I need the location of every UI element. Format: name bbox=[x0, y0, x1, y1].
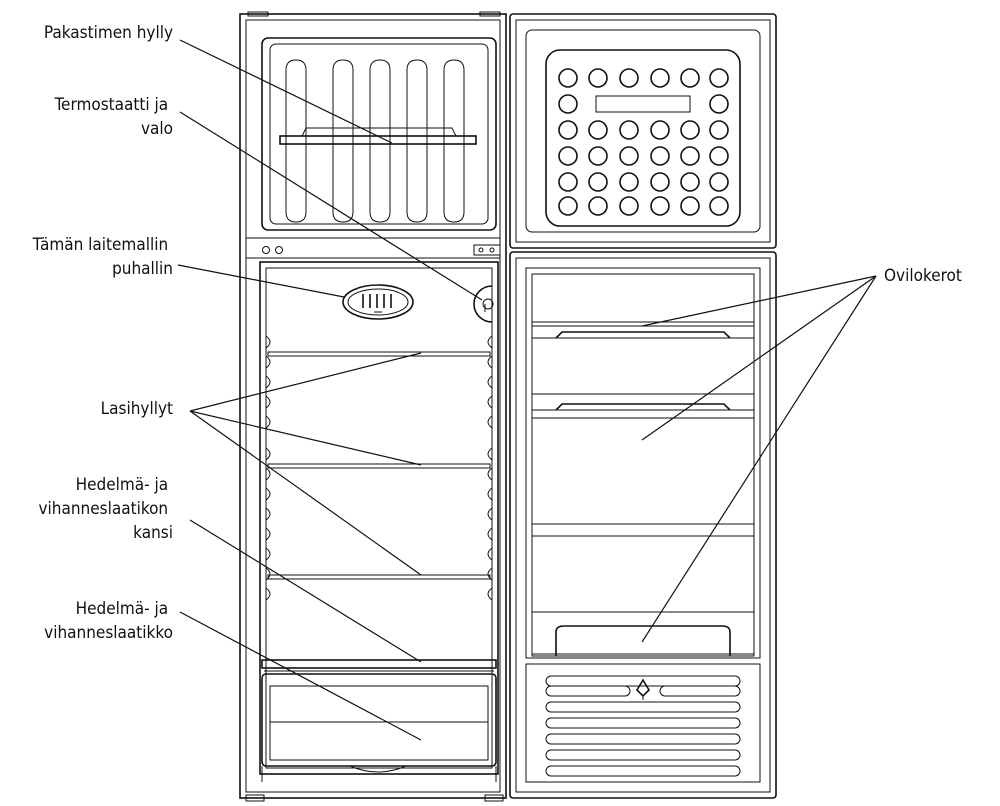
cabinet-divider bbox=[246, 237, 501, 259]
door-pattern-circle bbox=[558, 94, 578, 114]
label-door-bins: Ovilokerot bbox=[884, 266, 962, 286]
fridge-compartment bbox=[259, 261, 499, 775]
glass-shelf bbox=[267, 463, 491, 469]
door-pattern-circle bbox=[650, 146, 670, 166]
freezer-door bbox=[509, 13, 777, 249]
door-pattern-circle bbox=[619, 120, 639, 140]
label-thermostat-light: Termostaatti ja valo bbox=[54, 95, 173, 139]
crisper-drawer bbox=[261, 673, 497, 782]
door-pattern-circle bbox=[709, 172, 729, 192]
door-pattern-circle bbox=[588, 172, 608, 192]
fridge-door bbox=[509, 251, 777, 799]
door-pattern-circle bbox=[650, 172, 670, 192]
door-pattern-circle bbox=[588, 196, 608, 216]
door-pattern-circle bbox=[650, 120, 670, 140]
label-crisper-cover-line3: kansi bbox=[133, 523, 173, 543]
label-crisper-cover-line1: Hedelmä- ja bbox=[76, 475, 169, 495]
label-freezer-shelf: Pakastimen hylly bbox=[44, 23, 173, 43]
crisper-cover bbox=[261, 659, 497, 672]
door-pattern-circle bbox=[680, 172, 700, 192]
fridge-cabinet bbox=[239, 11, 507, 802]
freezer-door-pattern bbox=[558, 68, 729, 216]
label-crisper-cover: Hedelmä- ja vihanneslaatikon kansi bbox=[38, 475, 173, 543]
label-fan-line2: puhallin bbox=[112, 259, 173, 279]
door-bin bbox=[531, 611, 755, 657]
door-pattern-circle bbox=[709, 120, 729, 140]
door-pattern-circle bbox=[558, 172, 578, 192]
door-pattern-circle bbox=[650, 196, 670, 216]
door-pattern-circle bbox=[709, 94, 729, 114]
glass-shelf bbox=[267, 351, 491, 357]
door-pattern-circle bbox=[709, 146, 729, 166]
door-pattern-circle bbox=[558, 68, 578, 88]
label-crisper-cover-line2: vihanneslaatikon bbox=[38, 499, 168, 519]
door-pattern-circle bbox=[680, 120, 700, 140]
shelf-rails bbox=[265, 335, 493, 601]
label-crisper-drawer-line2: vihanneslaatikko bbox=[44, 623, 173, 643]
door-bin bbox=[531, 393, 755, 411]
label-thermostat-light-line2: valo bbox=[141, 119, 173, 139]
door-pattern-circle bbox=[680, 196, 700, 216]
door-pattern-circle bbox=[588, 120, 608, 140]
door-pattern-circle bbox=[619, 146, 639, 166]
door-pattern-circle bbox=[709, 68, 729, 88]
door-pattern-circle bbox=[558, 196, 578, 216]
door-pattern-circle bbox=[588, 68, 608, 88]
door-pattern-circle bbox=[619, 68, 639, 88]
label-crisper-drawer: Hedelmä- ja vihanneslaatikko bbox=[44, 599, 173, 643]
door-pattern-circle bbox=[619, 172, 639, 192]
door-pattern-circle bbox=[680, 146, 700, 166]
label-fan: Tämän laitemallin puhallin bbox=[32, 235, 173, 279]
glass-shelf bbox=[267, 574, 491, 580]
fan-unit bbox=[342, 284, 414, 320]
freezer-compartment bbox=[261, 37, 497, 231]
door-pattern-circle bbox=[619, 196, 639, 216]
label-thermostat-light-line1: Termostaatti ja bbox=[54, 95, 169, 115]
thermostat-light bbox=[473, 285, 494, 323]
door-pattern-circle bbox=[650, 68, 670, 88]
door-pattern-circle bbox=[558, 146, 578, 166]
label-fan-line1: Tämän laitemallin bbox=[32, 235, 169, 255]
door-pattern-circle bbox=[709, 196, 729, 216]
door-pattern-circle bbox=[588, 146, 608, 166]
door-bin bbox=[531, 321, 755, 339]
leader-lines bbox=[177, 39, 877, 741]
door-grille bbox=[525, 663, 761, 783]
label-crisper-drawer-line1: Hedelmä- ja bbox=[76, 599, 169, 619]
label-glass-shelves: Lasihyllyt bbox=[101, 399, 173, 419]
door-pattern-circle bbox=[558, 120, 578, 140]
door-pattern-circle bbox=[680, 68, 700, 88]
